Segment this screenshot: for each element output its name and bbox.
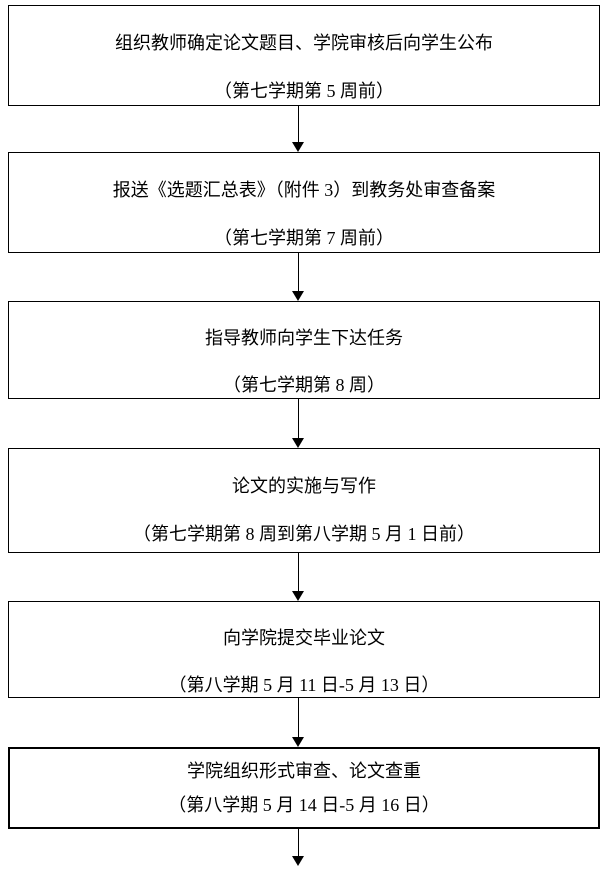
flow-arrow-down-icon — [292, 698, 305, 747]
step-6-title: 学院组织形式审查、论文查重 — [187, 761, 421, 781]
step-5-schedule: （第八学期 5 月 11 日-5 月 13 日） — [168, 675, 440, 695]
flow-step-box-1: 组织教师确定论文题目、学院审核后向学生公布 （第七学期第 5 周前） — [8, 5, 600, 106]
step-2-schedule: （第七学期第 7 周前） — [214, 228, 394, 248]
arrow-shaft — [297, 253, 299, 292]
flow-arrow-down-icon — [292, 829, 305, 866]
arrow-shaft — [297, 698, 299, 738]
step-5-title: 向学院提交毕业论文 — [223, 628, 385, 648]
arrow-shaft — [297, 106, 299, 143]
arrow-shaft — [297, 829, 299, 857]
arrow-head-icon — [292, 142, 304, 152]
flow-arrow-down-icon — [292, 106, 305, 152]
flow-arrow-down-icon — [292, 253, 305, 301]
flow-step-box-5: 向学院提交毕业论文 （第八学期 5 月 11 日-5 月 13 日） — [8, 601, 600, 698]
arrow-head-icon — [292, 438, 304, 448]
arrow-head-icon — [292, 856, 304, 866]
arrow-head-icon — [292, 737, 304, 747]
arrow-head-icon — [292, 591, 304, 601]
arrow-shaft — [297, 553, 299, 592]
step-3-schedule: （第七学期第 8 周） — [223, 375, 385, 395]
flow-step-box-2: 报送《选题汇总表》（附件 3）到教务处审查备案 （第七学期第 7 周前） — [8, 152, 600, 253]
arrow-shaft — [297, 399, 299, 439]
flow-step-box-3: 指导教师向学生下达任务 （第七学期第 8 周） — [8, 301, 600, 399]
step-1-schedule: （第七学期第 5 周前） — [214, 81, 394, 101]
arrow-head-icon — [292, 291, 304, 301]
step-2-title: 报送《选题汇总表》（附件 3）到教务处审查备案 — [112, 180, 496, 200]
step-4-title: 论文的实施与写作 — [232, 476, 376, 496]
flow-arrow-down-icon — [292, 399, 305, 448]
step-1-title: 组织教师确定论文题目、学院审核后向学生公布 — [115, 33, 493, 53]
step-4-schedule: （第七学期第 8 周到第八学期 5 月 1 日前） — [133, 524, 475, 544]
flow-step-box-4: 论文的实施与写作 （第七学期第 8 周到第八学期 5 月 1 日前） — [8, 448, 600, 553]
step-3-title: 指导教师向学生下达任务 — [205, 328, 403, 348]
step-6-schedule: （第八学期 5 月 14 日-5 月 16 日） — [168, 795, 440, 815]
flow-step-box-6: 学院组织形式审查、论文查重 （第八学期 5 月 14 日-5 月 16 日） — [8, 747, 600, 829]
flow-arrow-down-icon — [292, 553, 305, 601]
